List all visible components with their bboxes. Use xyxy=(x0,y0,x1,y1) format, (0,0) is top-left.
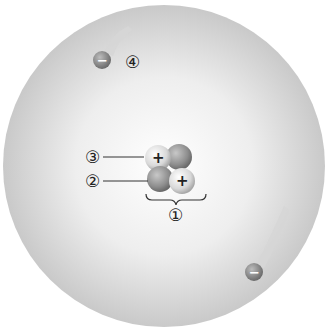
electron xyxy=(245,263,263,281)
charge-sign: + xyxy=(176,174,189,189)
electron-trail xyxy=(104,26,132,56)
callout-number: ② xyxy=(85,173,100,190)
callout-number: ④ xyxy=(125,54,140,71)
leader-line xyxy=(103,181,146,182)
electron-trail xyxy=(257,206,290,268)
electron xyxy=(93,51,111,69)
charge-sign: + xyxy=(152,151,165,166)
callout-number: ③ xyxy=(85,149,100,166)
callout-number: ① xyxy=(168,207,183,224)
charge-sign: − xyxy=(97,54,108,67)
electron-cloud xyxy=(3,5,325,327)
leader-line xyxy=(103,157,144,158)
neutron xyxy=(147,166,173,192)
brace xyxy=(146,194,206,205)
charge-sign: − xyxy=(249,266,260,279)
proton xyxy=(169,168,195,194)
leader-line xyxy=(146,181,148,182)
